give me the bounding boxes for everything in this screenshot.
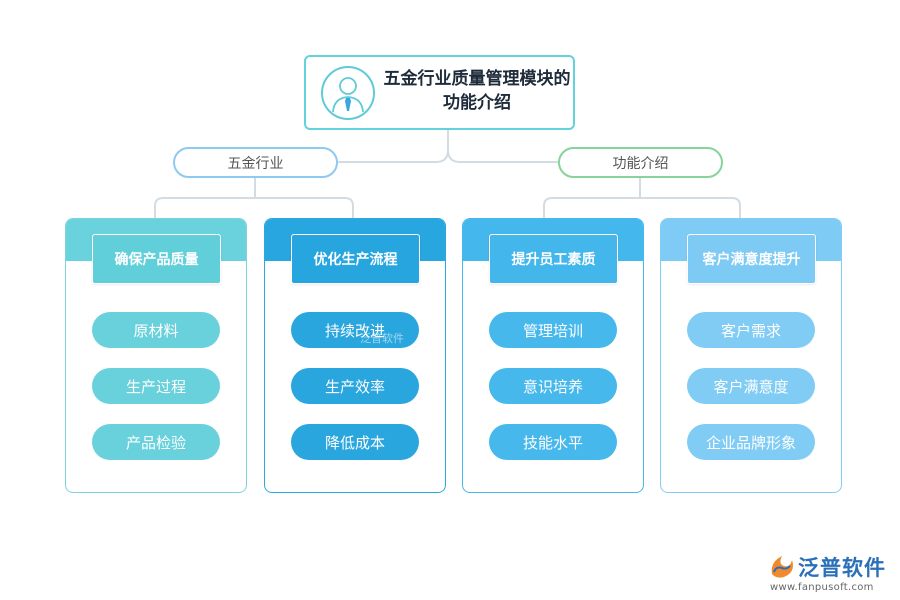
brand-name: 泛普软件 — [798, 556, 886, 580]
card-item: 客户满意度 — [687, 368, 815, 404]
card-item: 客户需求 — [687, 312, 815, 348]
card-item: 持续改进 — [291, 312, 419, 348]
brand-logo: 泛普软件 www.fanpusoft.com — [768, 550, 898, 594]
branch-hardware-industry: 五金行业 — [173, 147, 338, 178]
card-item: 意识培养 — [489, 368, 617, 404]
watermark: 泛普软件 — [360, 332, 404, 345]
card-item: 生产过程 — [92, 368, 220, 404]
branch-function-intro: 功能介绍 — [558, 147, 723, 178]
card-item: 降低成本 — [291, 424, 419, 460]
root-node: 五金行业质量管理模块的功能介绍 — [304, 55, 575, 130]
person-with-tie-icon — [321, 66, 375, 120]
brand-url: www.fanpusoft.com — [770, 582, 874, 593]
card-customer-satisfaction: 客户满意度提升 客户需求 客户满意度 企业品牌形象 — [660, 218, 842, 493]
card-item: 技能水平 — [489, 424, 617, 460]
card-title: 提升员工素质 — [489, 234, 618, 284]
fanpu-logo-icon — [771, 556, 793, 578]
card-ensure-quality: 确保产品质量 原材料 生产过程 产品检验 — [65, 218, 247, 493]
card-title: 客户满意度提升 — [687, 234, 816, 284]
root-title: 五金行业质量管理模块的功能介绍 — [383, 69, 571, 113]
card-item: 原材料 — [92, 312, 220, 348]
card-title: 确保产品质量 — [92, 234, 221, 284]
card-item: 企业品牌形象 — [687, 424, 815, 460]
card-item: 产品检验 — [92, 424, 220, 460]
card-item: 管理培训 — [489, 312, 617, 348]
card-improve-staff: 提升员工素质 管理培训 意识培养 技能水平 — [462, 218, 644, 493]
card-item: 生产效率 — [291, 368, 419, 404]
card-title: 优化生产流程 — [291, 234, 420, 284]
card-optimize-process: 优化生产流程 持续改进 生产效率 降低成本 — [264, 218, 446, 493]
